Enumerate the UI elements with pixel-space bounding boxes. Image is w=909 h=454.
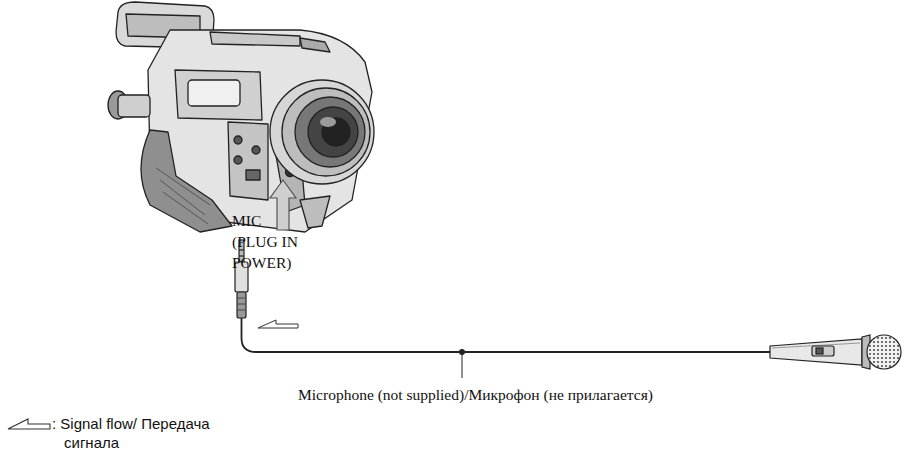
legend-arrow	[8, 419, 50, 429]
signal-flow-sample	[6, 417, 52, 433]
insert-arrow	[270, 180, 296, 230]
cable	[242, 318, 773, 352]
microphone	[770, 335, 901, 369]
signal-flow-arrow	[258, 320, 298, 328]
mic-plug	[235, 240, 248, 318]
jack-label: MIC (PLUG IN POWER)	[232, 210, 302, 273]
camcorder	[108, 2, 374, 232]
leader-line	[462, 352, 463, 378]
part-label: Microphone (not supplied)/Микрофон (не п…	[298, 384, 653, 405]
legend-text: : Signal flow/ Передача сигнала	[52, 414, 214, 452]
